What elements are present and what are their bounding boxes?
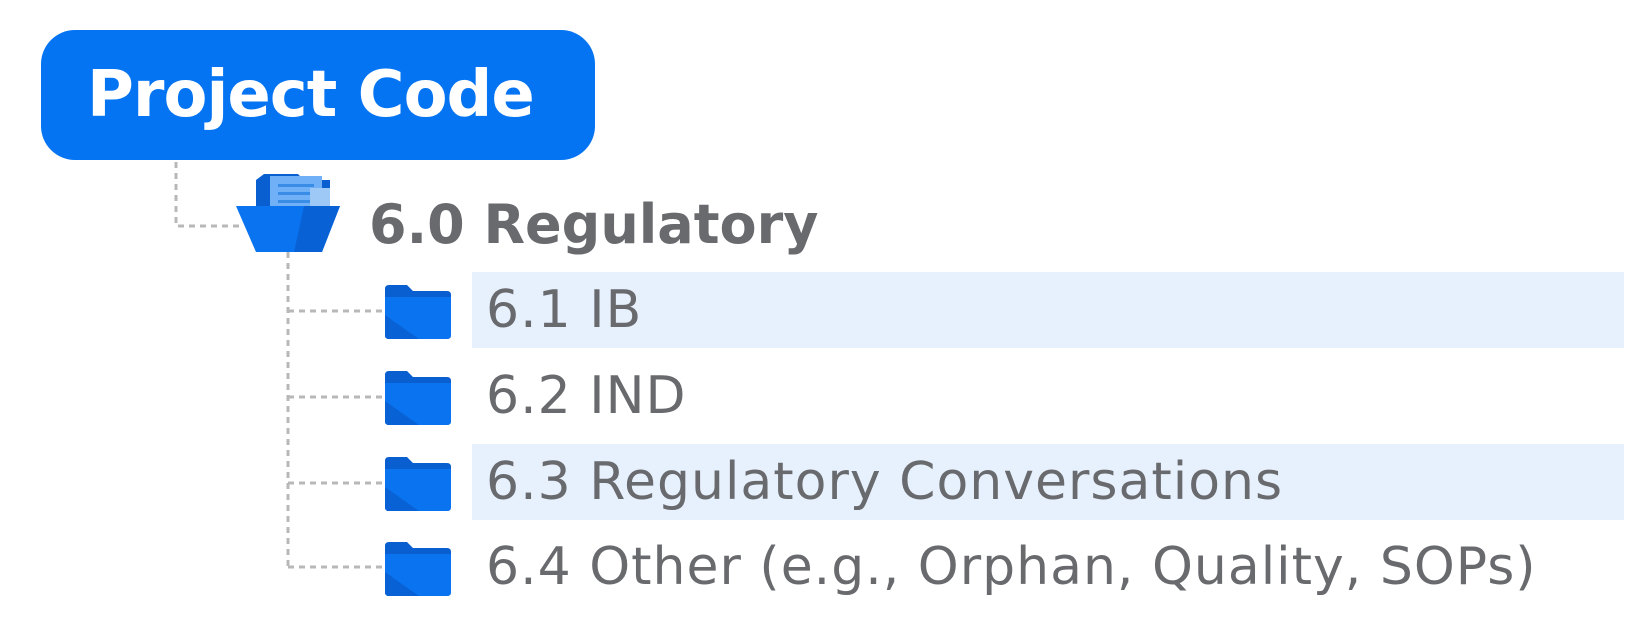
tree-item-ind[interactable]: 6.2 IND [0,358,1648,434]
tree-item-regulatory-conversations[interactable]: 6.3 Regulatory Conversations [0,444,1648,520]
root-node[interactable]: Project Code [41,30,595,160]
tree-item-label: 6.2 IND [486,366,687,426]
folder-icon [385,457,451,511]
folder-icon [385,371,451,425]
row-highlight [472,272,1624,348]
tree-item-label: 6.4 Other (e.g., Orphan, Quality, SOPs) [486,537,1537,597]
tree-item-ib[interactable]: 6.1 IB [0,272,1648,348]
open-folder-icon [236,174,340,252]
root-connector [174,162,240,228]
root-node-label: Project Code [87,58,535,132]
section-title[interactable]: 6.0 Regulatory [369,193,819,256]
tree-item-label: 6.1 IB [486,280,643,340]
folder-icon [385,542,451,596]
folder-icon [385,285,451,339]
row-highlight [472,444,1624,520]
tree-item-other[interactable]: 6.4 Other (e.g., Orphan, Quality, SOPs) [0,529,1648,605]
tree-item-label: 6.3 Regulatory Conversations [486,452,1284,512]
